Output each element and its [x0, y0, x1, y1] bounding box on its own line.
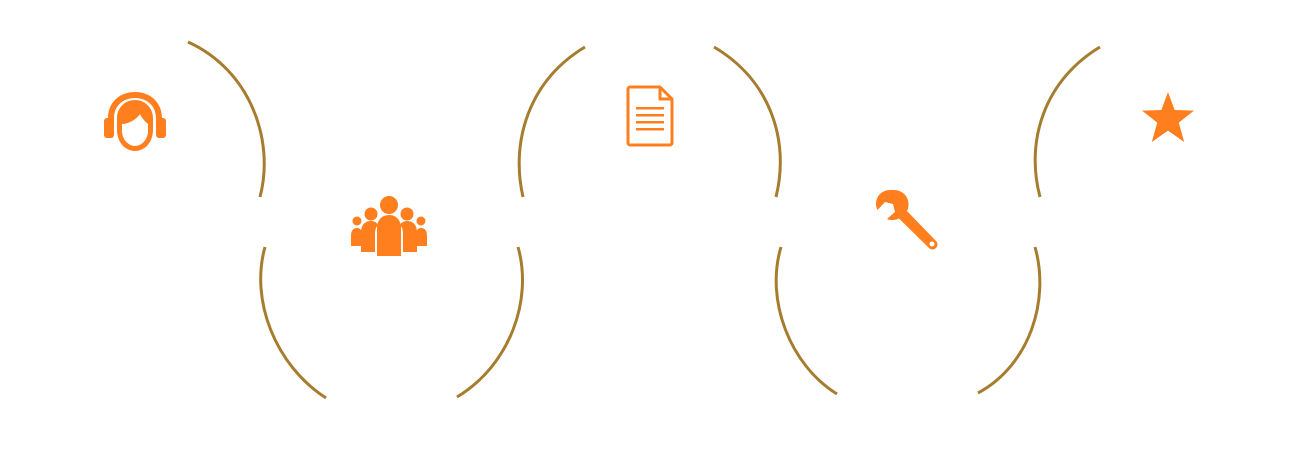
star-icon: [1142, 92, 1194, 142]
arc-lower-2-right: [977, 246, 1042, 395]
headset-user-icon: [104, 92, 166, 151]
arc-lower-1-left: [259, 246, 327, 400]
document-icon: [626, 85, 674, 147]
group-people-icon: [351, 196, 427, 256]
arc-lower-1-right: [456, 246, 524, 399]
arc-upper-1: [187, 40, 266, 198]
arc-upper-3: [1033, 45, 1101, 198]
wrench-icon: [876, 190, 938, 250]
arc-lower-2-left: [774, 246, 838, 396]
arc-upper-2-right: [713, 45, 782, 198]
arc-upper-2-left: [517, 45, 586, 198]
